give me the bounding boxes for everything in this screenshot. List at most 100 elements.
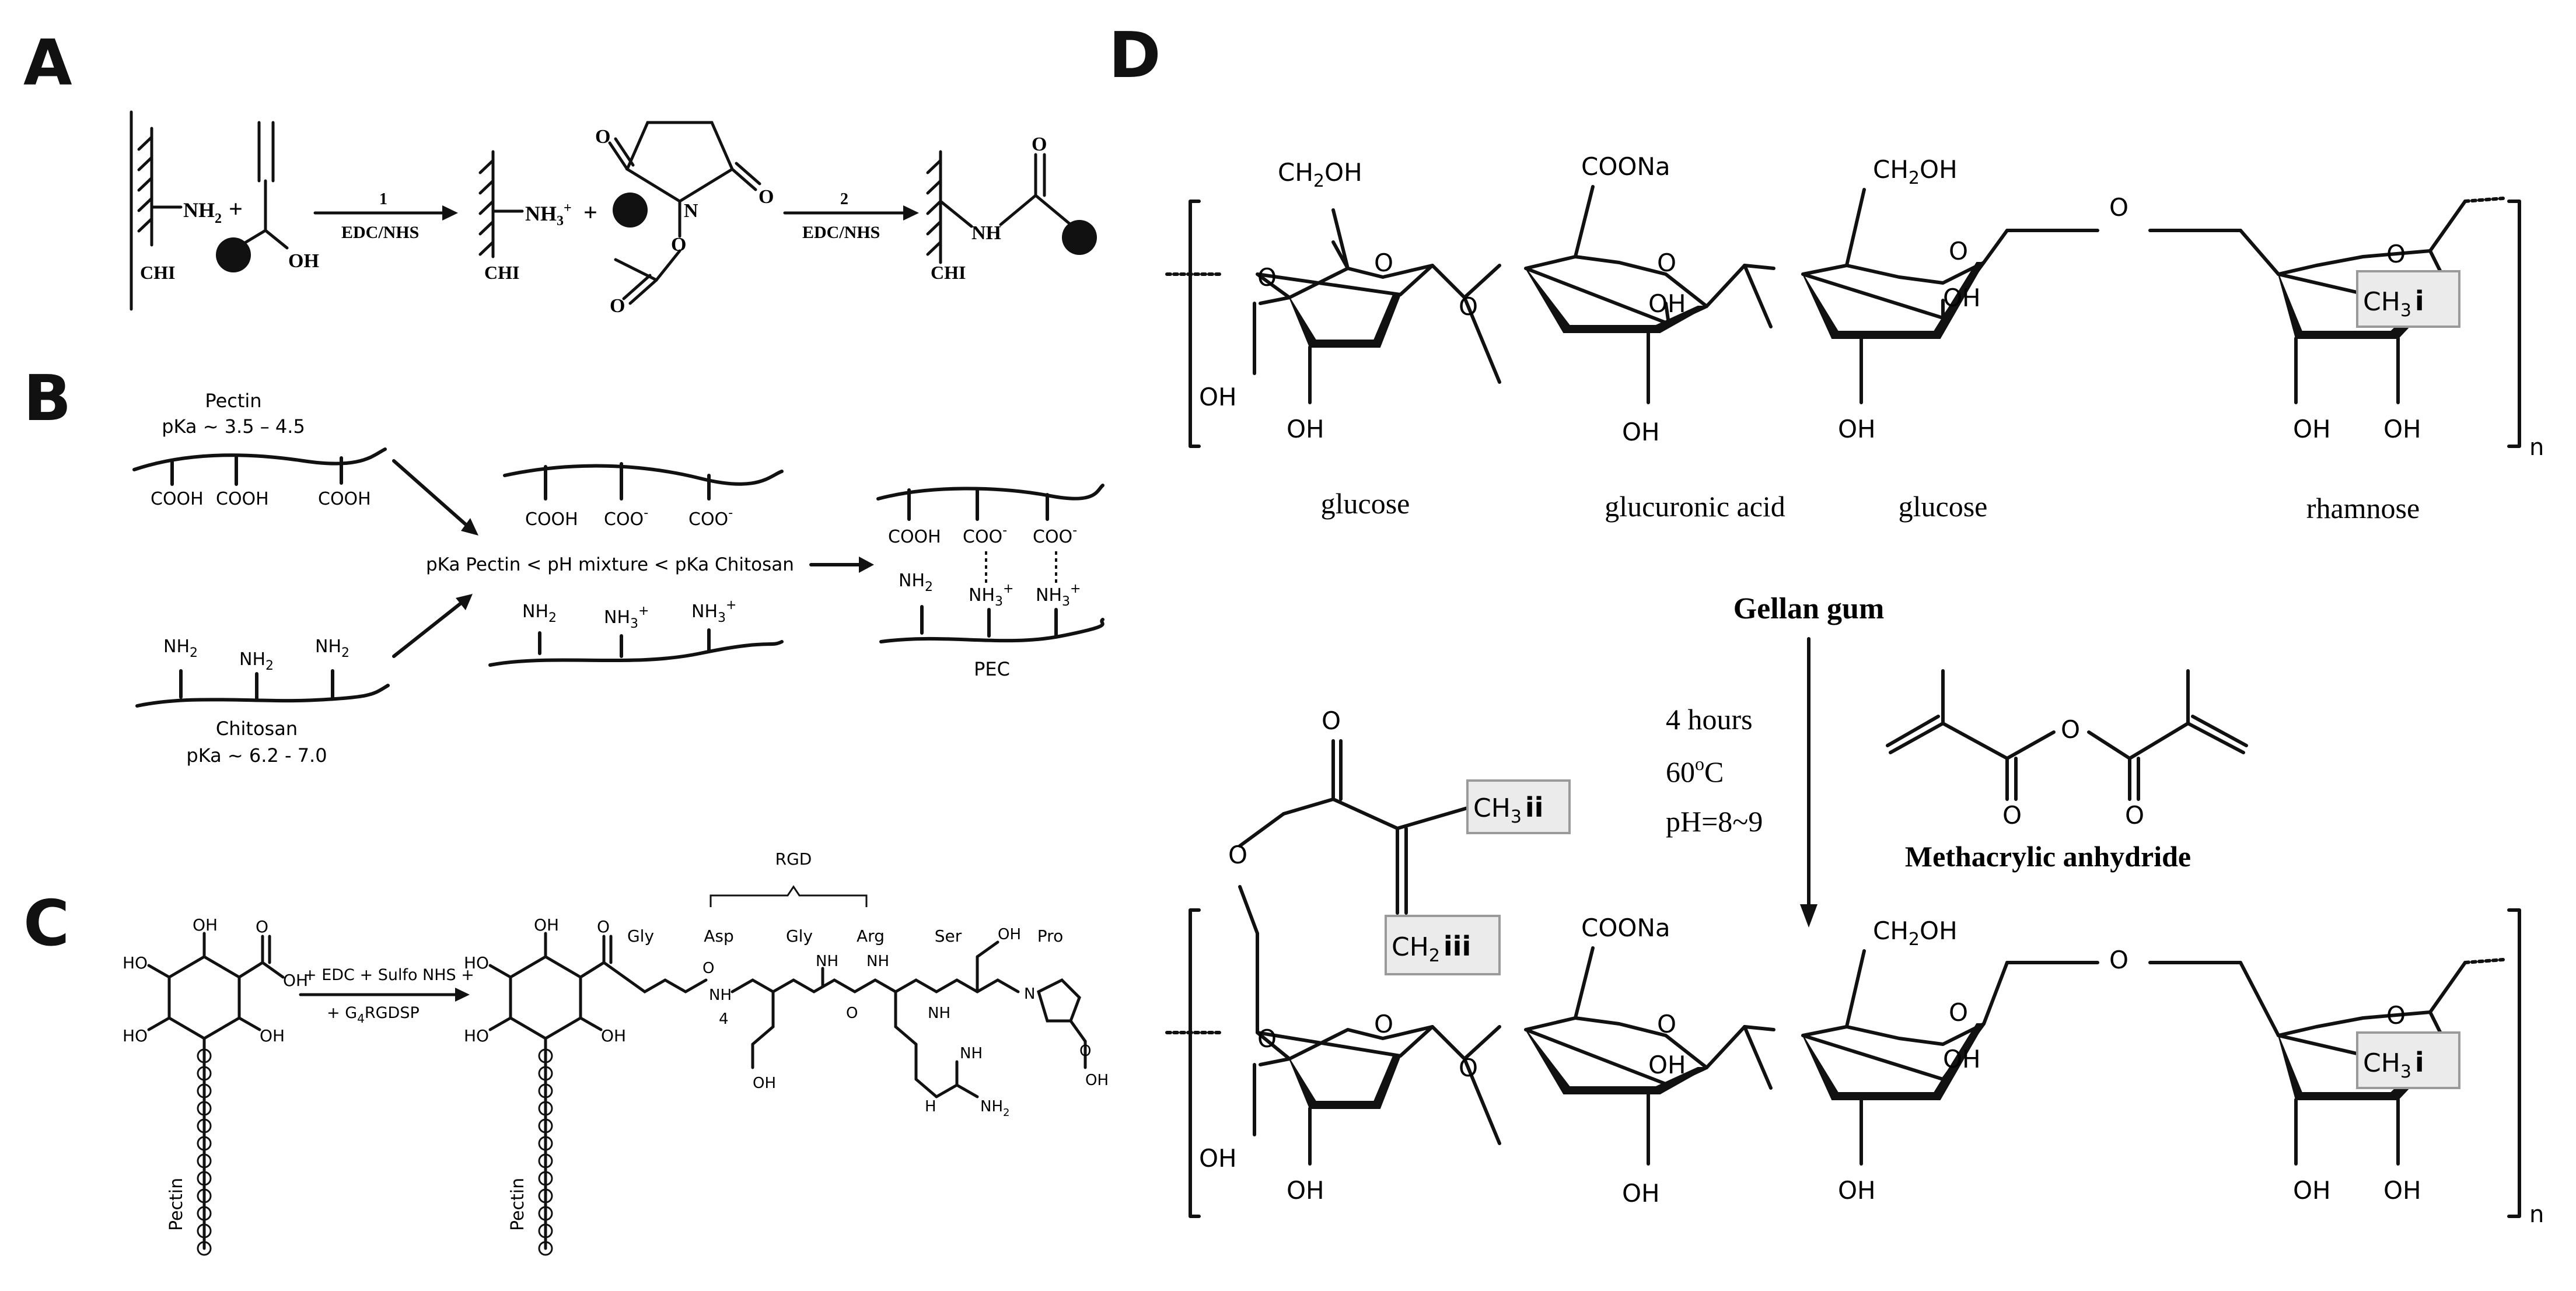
d-o-ester: O — [1228, 841, 1247, 869]
d-o-ring3: O — [1949, 237, 1968, 265]
d-n-bottom: n — [2529, 1201, 2544, 1228]
d-oh-b5: OH — [1943, 1045, 1981, 1073]
c-pectin-label-1: Pectin — [166, 1178, 187, 1231]
methacrylic-anhydride-label: Methacrylic anhydride — [1905, 840, 2191, 873]
c-oh-7: OH — [998, 926, 1021, 943]
chi-label-3: CHI — [931, 262, 966, 283]
cond-time: 4 hours — [1666, 703, 1753, 736]
oh-label-a: OH — [288, 250, 319, 272]
pec-label: PEC — [974, 658, 1010, 680]
residue-gly-1: Gly — [627, 926, 654, 946]
d-oh-4: OH — [1622, 418, 1660, 446]
ma-o-bridge: O — [2061, 715, 2080, 744]
c-oh-1: OH — [193, 915, 218, 935]
pec-cooh: COOH — [888, 527, 941, 547]
d-o-link1: O — [1459, 292, 1478, 321]
chitosan-surface-1 — [130, 110, 183, 311]
sugar-glucuronic-acid: glucuronic acid — [1605, 490, 1785, 523]
pec-nh2: NH2 — [899, 571, 933, 594]
ma-o-2: O — [2125, 801, 2144, 830]
c-nh-3: NH — [928, 1005, 950, 1022]
step-1-reagent: EDC/NHS — [341, 223, 419, 242]
d-coona-2: COONa — [1581, 914, 1670, 942]
mixture-chains — [488, 462, 784, 667]
pectin-bead-chain-left — [197, 1048, 212, 1256]
panel-d: D — [1109, 19, 2544, 1228]
o-label-a3: O — [671, 234, 686, 256]
cond-ph: pH=8~9 — [1666, 805, 1763, 838]
d-ch2oh-2: CH2OH — [1873, 155, 1958, 188]
d-o-ring3-b: O — [1949, 998, 1968, 1027]
d-ch2oh-3: CH2OH — [1873, 916, 1958, 950]
d-o-ring2-b: O — [1657, 1010, 1676, 1038]
ma-o-1: O — [2002, 801, 2022, 830]
peptide-backbone — [623, 940, 1087, 1098]
mixing-arrows — [392, 459, 478, 658]
cond-temp: 60oC — [1666, 753, 1724, 788]
d-o-ring1b-b: O — [1257, 1024, 1277, 1053]
residue-pro: Pro — [1037, 926, 1063, 946]
amine-group: NH2 — [183, 198, 222, 226]
d-oh-8: OH — [2383, 415, 2421, 443]
mixture-cooh: COOH — [525, 509, 578, 530]
o-label-a2: O — [759, 186, 774, 208]
pec-nh3-1: NH3+ — [969, 582, 1013, 609]
d-oh-1: OH — [1199, 383, 1237, 411]
c-oh-3: OH — [260, 1026, 285, 1045]
d-coona-1: COONa — [1581, 152, 1670, 181]
mixture-nh2: NH2 — [522, 601, 557, 625]
pectin-pka: pKa ~ 3.5 – 4.5 — [162, 415, 305, 438]
d-o-ring4-b: O — [2386, 1001, 2406, 1030]
c-sub4: 4 — [719, 1010, 729, 1028]
c-n-1: NH — [709, 986, 732, 1004]
gellan-unit-top — [1165, 185, 2521, 448]
pec-arrow — [809, 557, 874, 573]
step-2-reagent: EDC/NHS — [802, 223, 880, 242]
d-o-ring1: O — [1374, 249, 1393, 277]
methacrylic-anhydride — [1886, 669, 2248, 801]
c-nh-2: NH — [866, 953, 889, 970]
d-oh-6: OH — [1838, 415, 1876, 443]
residue-asp: Asp — [704, 926, 734, 946]
sugar-rhamnose: rhamnose — [2306, 492, 2420, 524]
residue-gly-2: Gly — [786, 926, 813, 946]
acrylic-acid — [216, 121, 289, 272]
ph-condition: pKa Pectin < pH mixture < pKa Chitosan — [426, 554, 794, 575]
c-ho-3: HO — [464, 953, 489, 972]
mixture-coo-1: COO- — [604, 506, 648, 530]
chi-label-2: CHI — [484, 262, 519, 283]
pectin-chain — [132, 447, 387, 486]
d-o-link1-b: O — [1459, 1054, 1478, 1082]
c-nh2: NH2 — [980, 1098, 1009, 1119]
chitosan-chain — [135, 669, 390, 708]
panel-c-label: C — [23, 887, 69, 960]
chi-label-1: CHI — [140, 262, 175, 283]
mixture-nh3-1: NH3+ — [604, 604, 649, 631]
d-o-ring4: O — [2386, 240, 2406, 268]
chitosan-name: Chitosan — [216, 718, 298, 740]
d-oh-7: OH — [2293, 415, 2331, 443]
c-oh-4: OH — [534, 915, 559, 935]
chitosan-nh2-2: NH2 — [239, 649, 274, 673]
c-oh-6: OH — [753, 1075, 776, 1092]
c-nh-1: NH — [816, 953, 838, 970]
mixture-coo-2: COO- — [688, 506, 733, 530]
d-oh-b2: OH — [1287, 1176, 1324, 1205]
pectin-ring-right — [488, 932, 626, 1250]
c-reagent-line1: + EDC + Sulfo NHS + — [303, 966, 474, 984]
c-pectin-label-2: Pectin — [508, 1178, 528, 1231]
pec-complex — [876, 484, 1105, 643]
reaction-arrow-2 — [783, 205, 919, 221]
plus-sign-2: + — [583, 200, 597, 226]
d-o-bridge-b: O — [2109, 946, 2128, 974]
d-oh-b3: OH — [1648, 1051, 1686, 1079]
protonated-amine: NH3+ — [525, 201, 572, 229]
pectin-cooh-1: COOH — [151, 489, 204, 509]
d-oh-5: OH — [1943, 284, 1981, 312]
d-oh-b7: OH — [2293, 1176, 2331, 1205]
rgd-bracket — [709, 885, 868, 907]
nhs-ester — [608, 121, 761, 305]
chitosan-pka: pKa ~ 6.2 - 7.0 — [186, 744, 327, 767]
